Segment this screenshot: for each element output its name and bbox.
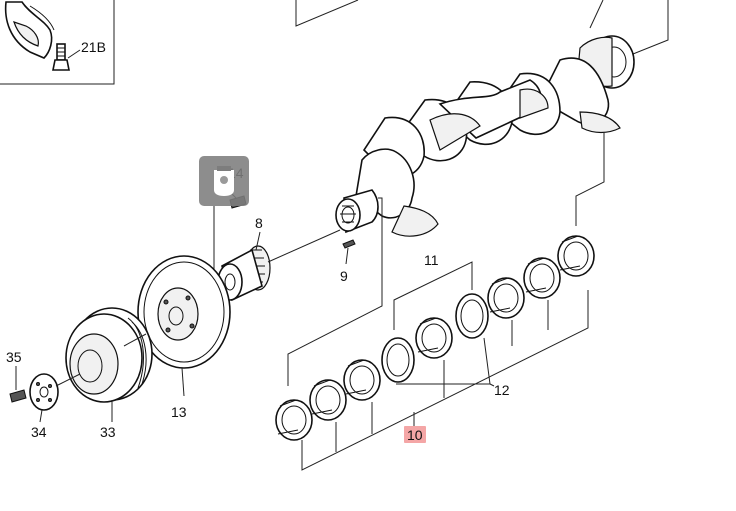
bearing-shell (557, 235, 595, 277)
thrust-washer (381, 337, 415, 383)
bearing-cap-illustration (4, 1, 55, 59)
bearing-set-10 (275, 235, 595, 441)
frame-lines (295, 0, 669, 57)
callout-34: 34 (31, 424, 47, 440)
bearing-shell (415, 317, 453, 359)
callout-33: 33 (100, 424, 116, 440)
bearing-shell (523, 257, 561, 299)
vibration-damper-33: 33 (65, 307, 153, 440)
callout-13: 13 (171, 404, 187, 420)
callout-10-highlight[interactable]: 10 (404, 426, 426, 443)
pulley-13: 13 (137, 255, 231, 420)
thrust-washer (455, 293, 489, 339)
bearing-shell (487, 277, 525, 319)
bearing-shell (275, 399, 313, 441)
leader-lines (287, 132, 605, 471)
camera-icon (214, 166, 234, 196)
crankshaft-illustration (335, 35, 635, 237)
bearing-shell (343, 359, 381, 401)
bolt-35: 35 (6, 349, 27, 403)
callout-11: 11 (424, 252, 439, 268)
inset-detail-box: 21B (0, 0, 115, 85)
bearing-shell (309, 379, 347, 421)
callout-12: 12 (494, 382, 510, 398)
callout-21b: 21B (81, 39, 106, 55)
washer-34: 34 (29, 373, 81, 440)
bolt-21b-illustration (52, 43, 70, 71)
overlay-camera-button[interactable] (199, 156, 249, 206)
timing-gear-8: 8 (217, 215, 341, 302)
highlight-box (404, 426, 426, 443)
callout-8: 8 (255, 215, 263, 231)
callout-9: 9 (340, 268, 348, 284)
callout-10: 10 (407, 427, 423, 443)
dowel-pin-9: 9 (340, 239, 356, 284)
callout-35: 35 (6, 349, 22, 365)
